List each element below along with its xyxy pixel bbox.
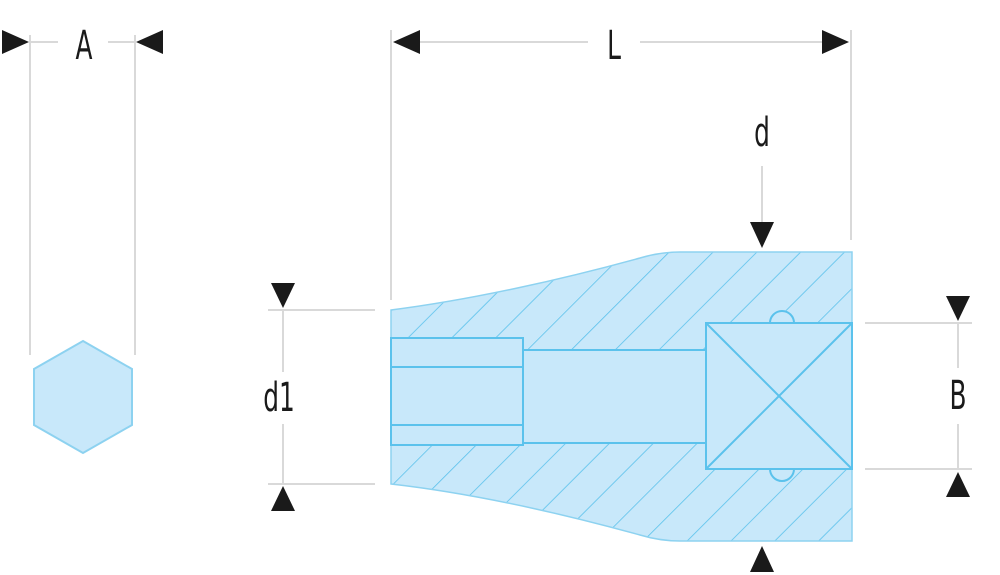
detent-top xyxy=(769,310,795,324)
label-l: L xyxy=(607,23,621,69)
arrow-right-icon xyxy=(822,30,849,54)
center-bore xyxy=(522,349,707,444)
dimension-b xyxy=(865,296,972,497)
arrow-down-icon xyxy=(271,283,295,308)
detent-bottom xyxy=(769,468,795,482)
label-b: B xyxy=(949,373,967,419)
socket-section xyxy=(390,251,853,542)
arrow-down-icon xyxy=(946,296,970,321)
arrow-left-icon xyxy=(393,30,420,54)
arrow-down-icon xyxy=(750,222,774,248)
hexagon-end-view xyxy=(33,339,133,455)
dimension-d1 xyxy=(268,283,375,511)
label-d: d xyxy=(754,110,770,156)
arrow-up-icon xyxy=(750,546,774,572)
dimension-l xyxy=(390,30,852,300)
square-diagonal xyxy=(705,322,853,470)
label-d1: d1 xyxy=(263,375,295,421)
arrow-right-icon xyxy=(2,30,29,54)
arrow-up-icon xyxy=(271,486,295,511)
dimension-a xyxy=(2,30,163,355)
label-a: A xyxy=(75,23,93,69)
arrow-left-icon xyxy=(136,30,163,54)
arrow-up-icon xyxy=(946,472,970,497)
dimension-d xyxy=(750,166,774,572)
hex-bore xyxy=(390,337,524,446)
